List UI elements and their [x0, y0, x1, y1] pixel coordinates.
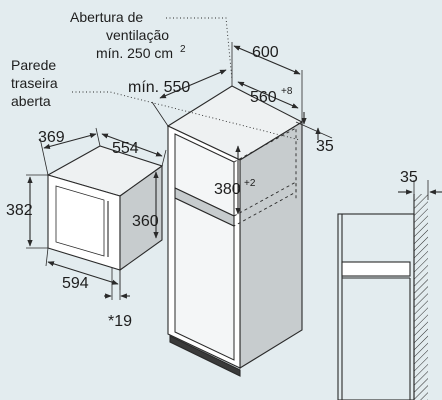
rear-wall-line1: Parede [11, 57, 56, 73]
dim-600-label: 600 [252, 44, 279, 61]
ventilation-line2: ventilação [106, 27, 169, 43]
dim-appliance-rear-width: 554 [101, 133, 167, 167]
dim-380-tolerance: +2 [244, 178, 256, 189]
appliance-box [46, 145, 164, 272]
appliance-side [119, 164, 163, 272]
dim-380-label: 380 [214, 181, 241, 198]
cabinet-shelf-back [233, 181, 297, 227]
dim-35-side-label: 35 [400, 169, 418, 186]
dim-360-label: 360 [132, 213, 159, 230]
dim-560-label: 560 [250, 89, 277, 106]
dim-369-label: 369 [38, 129, 65, 146]
ventilation-sup: 2 [180, 44, 186, 55]
dim-cabinet-width: 600 [231, 42, 303, 122]
rear-wall-leader [72, 91, 301, 141]
cabinet-side-panel [239, 121, 303, 369]
side-section-view [337, 194, 428, 400]
dim-35-top-label: 35 [316, 138, 334, 155]
appliance-door-window [55, 185, 105, 257]
side-shelf [341, 261, 411, 277]
dim-side-offset: 35 [398, 169, 442, 200]
dim-min-550-label: mín. 550 [128, 79, 190, 96]
ventilation-line3: mín. 250 cm [96, 45, 173, 61]
cabinet-plinth [169, 335, 241, 377]
dim-appliance-rear-height: 360 [132, 171, 159, 239]
dim-niche-height: 380 +2 [214, 145, 256, 215]
dim-front-offset: *19 [104, 268, 132, 330]
rear-wall-line3: aberta [11, 93, 51, 109]
rear-wall-line2: traseira [11, 75, 58, 91]
dim-appliance-front-height: 382 [6, 174, 48, 249]
dim-inner-depth: 560 +8 [237, 81, 299, 109]
dim-554-label: 554 [112, 140, 139, 157]
ventilation-line1: Abertura de [70, 9, 143, 25]
side-wall-hatch [414, 194, 428, 400]
tall-cabinet [166, 85, 304, 377]
dim-appliance-depth: 369 [38, 127, 101, 176]
side-cabinet-outline [337, 213, 415, 400]
dim-min-depth: mín. 550 [128, 69, 227, 127]
dim-382-label: 382 [6, 202, 33, 219]
dim-560-tolerance: +8 [281, 86, 293, 97]
rear-wall-callout: Parede traseira aberta [11, 57, 301, 141]
dim-top-offset: 35 [295, 112, 334, 155]
ventilation-leader [166, 17, 233, 81]
dim-594-label: 594 [62, 275, 89, 292]
dim-19-label: *19 [108, 313, 132, 330]
ventilation-callout: Abertura de ventilação mín. 250 cm 2 [70, 9, 233, 81]
